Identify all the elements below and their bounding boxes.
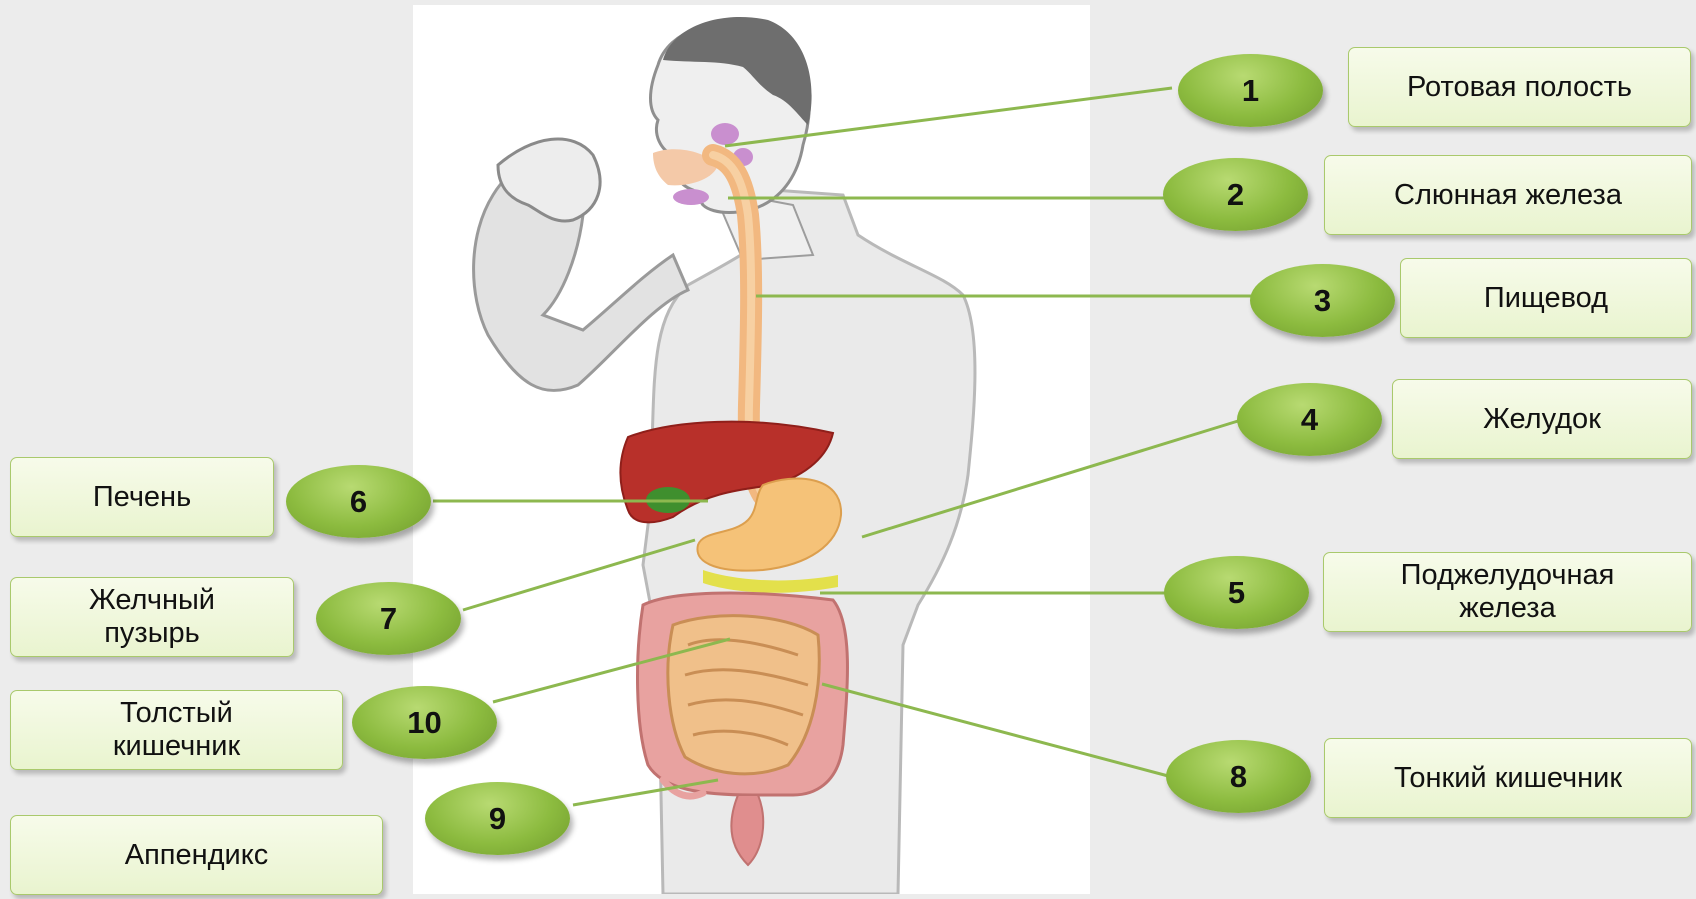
badge-6: 6 bbox=[286, 465, 431, 538]
label-liver-text: Печень bbox=[93, 481, 191, 514]
badge-5: 5 bbox=[1164, 556, 1309, 629]
badge-5-number: 5 bbox=[1228, 575, 1245, 611]
badge-6-number: 6 bbox=[350, 484, 367, 520]
label-large-intestine-text: Толстый кишечник bbox=[87, 697, 267, 763]
badge-4-number: 4 bbox=[1301, 402, 1318, 438]
badge-1-number: 1 bbox=[1242, 73, 1259, 109]
label-oral-cavity: Ротовая полость bbox=[1348, 47, 1691, 127]
label-oral-cavity-text: Ротовая полость bbox=[1407, 71, 1632, 104]
badge-10-number: 10 bbox=[407, 705, 441, 741]
label-esophagus: Пищевод bbox=[1400, 258, 1692, 338]
badge-3: 3 bbox=[1250, 264, 1395, 337]
badge-7-number: 7 bbox=[380, 601, 397, 637]
label-salivary-gland-text: Слюнная железа bbox=[1394, 179, 1622, 212]
label-salivary-gland: Слюнная железа bbox=[1324, 155, 1692, 235]
label-stomach-text: Желудок bbox=[1483, 403, 1601, 436]
label-pancreas: Поджелудочная железа bbox=[1323, 552, 1692, 632]
label-small-intestine-text: Тонкий кишечник bbox=[1394, 762, 1622, 795]
leader-line-8 bbox=[822, 684, 1172, 777]
label-large-intestine: Толстый кишечник bbox=[10, 690, 343, 770]
leader-line-7 bbox=[463, 540, 695, 610]
label-stomach: Желудок bbox=[1392, 379, 1692, 459]
leader-line-4 bbox=[862, 421, 1238, 537]
badge-8-number: 8 bbox=[1230, 759, 1247, 795]
label-small-intestine: Тонкий кишечник bbox=[1324, 738, 1692, 818]
badge-7: 7 bbox=[316, 582, 461, 655]
badge-3-number: 3 bbox=[1314, 283, 1331, 319]
label-pancreas-text: Поджелудочная железа bbox=[1393, 559, 1623, 625]
badge-2: 2 bbox=[1163, 158, 1308, 231]
label-gallbladder: Желчный пузырь bbox=[10, 577, 294, 657]
label-gallbladder-text: Желчный пузырь bbox=[62, 584, 242, 650]
leader-line-10 bbox=[493, 639, 730, 702]
badge-10: 10 bbox=[352, 686, 497, 759]
badge-9: 9 bbox=[425, 782, 570, 855]
badge-4: 4 bbox=[1237, 383, 1382, 456]
leader-line-9 bbox=[573, 780, 718, 805]
leader-line-1 bbox=[725, 88, 1172, 146]
badge-1: 1 bbox=[1178, 54, 1323, 127]
badge-8: 8 bbox=[1166, 740, 1311, 813]
label-liver: Печень bbox=[10, 457, 274, 537]
label-appendix-text: Аппендикс bbox=[125, 839, 269, 872]
label-appendix: Аппендикс bbox=[10, 815, 383, 895]
badge-9-number: 9 bbox=[489, 801, 506, 837]
label-esophagus-text: Пищевод bbox=[1484, 282, 1608, 315]
badge-2-number: 2 bbox=[1227, 177, 1244, 213]
